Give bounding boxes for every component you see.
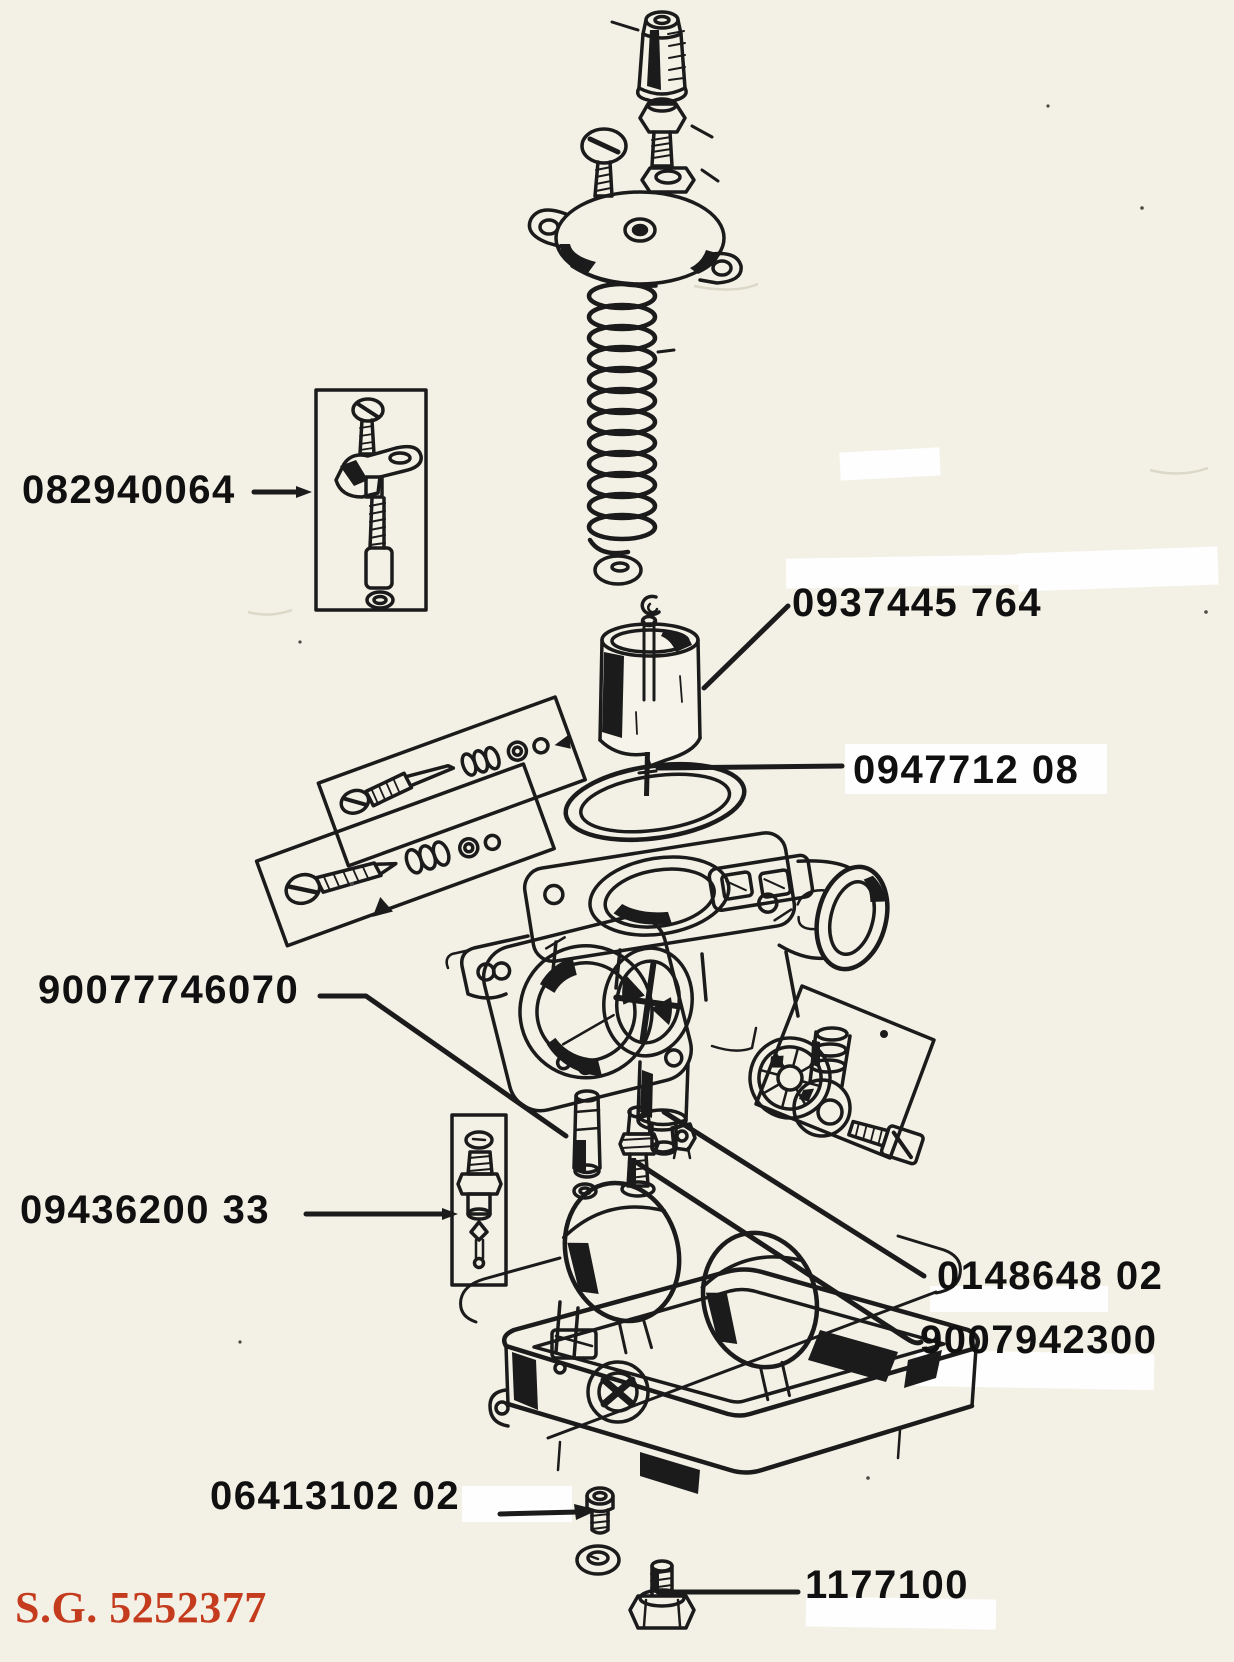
top-cover-part: [527, 190, 743, 288]
adjuster-kit-box-lower: [254, 762, 556, 948]
paper-specks: [238, 104, 1208, 1480]
needle-jet-part: [618, 1105, 660, 1198]
whiteout-patches: [462, 447, 1219, 1630]
fuel-inlet-kit-box: [748, 984, 936, 1166]
throttle-slide-part: [598, 614, 702, 768]
part-number-label-9: 1177100: [805, 1563, 970, 1607]
part-number-label-6: 0148648 02: [937, 1254, 1164, 1298]
adjuster-kit-box-upper: [316, 695, 587, 868]
needle-clip-part: [640, 594, 661, 617]
part-number-label-1: 082940064: [22, 468, 236, 512]
drain-washer-part: [575, 1544, 621, 1576]
float-bowl-part: [488, 1267, 980, 1494]
mixing-chamber-ring-part: [563, 761, 747, 843]
jet-needle-part: [637, 752, 658, 796]
paper-creases: [247, 282, 1209, 761]
leader-lines: [251, 486, 927, 1595]
part-number-label-8: 06413102 02: [210, 1474, 461, 1518]
part-number-label-7: 9007942300: [920, 1318, 1158, 1362]
part-number-label-4: 90077746070: [38, 968, 300, 1012]
cable-adjuster-part: [610, 10, 688, 104]
part-number-label-2: 0937445 764: [792, 581, 1043, 625]
locknut-part: [640, 166, 720, 194]
part-number-label-5: 09436200 33: [20, 1188, 271, 1232]
adjuster-screw-part: [638, 97, 714, 168]
catalogue-code: S.G. 5252377: [15, 1583, 267, 1632]
bowl-nut-part: [628, 1559, 696, 1630]
main-jet-part: [572, 1089, 602, 1200]
part-number-label-3: 0947712 08: [853, 748, 1080, 792]
cover-screw-part: [580, 127, 628, 198]
float-valve-kit-box: [450, 1113, 508, 1287]
throttle-spring-part: [586, 281, 676, 556]
float-assembly-part: [459, 1180, 962, 1440]
spring-seat-part: [593, 554, 643, 586]
carburetor-body-part: [445, 831, 890, 1156]
cable-clamp-kit-box: [314, 388, 428, 612]
